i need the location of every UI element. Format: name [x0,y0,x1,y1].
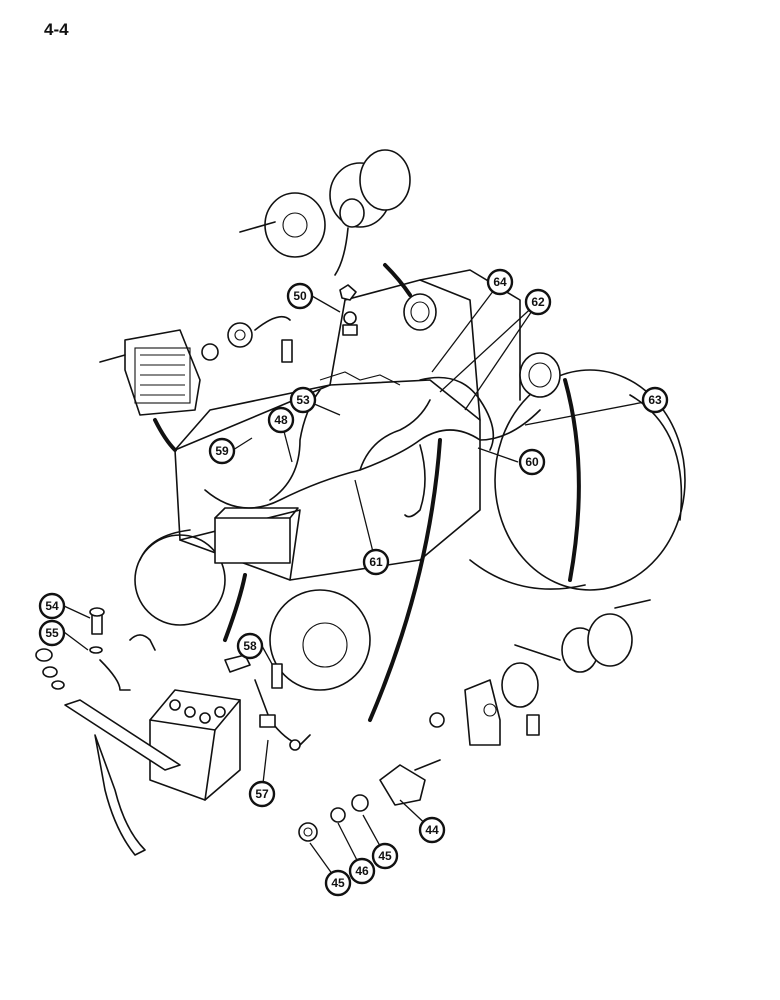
callout-63: 63 [641,386,669,414]
svg-text:59: 59 [215,444,229,458]
svg-text:61: 61 [369,555,383,569]
callout-59: 59 [208,437,236,465]
callout-48: 48 [267,406,295,434]
svg-text:63: 63 [648,393,662,407]
hardware-left [35,607,283,690]
callout-58: 58 [236,632,264,660]
svg-text:60: 60 [525,455,539,469]
rear-lamp-housing [429,599,651,746]
callout-60: 60 [518,448,546,476]
svg-text:58: 58 [243,639,257,653]
svg-text:48: 48 [274,413,288,427]
leader-lines [63,281,656,883]
svg-text:57: 57 [255,787,269,801]
svg-text:50: 50 [293,289,307,303]
callout-45-upper: 45 [371,842,399,870]
work-lamp-assembly [239,149,411,336]
svg-text:64: 64 [493,275,507,289]
page-number: 4-4 [44,20,69,39]
svg-text:46: 46 [355,864,369,878]
svg-text:45: 45 [331,876,345,890]
svg-text:54: 54 [45,599,59,613]
svg-text:53: 53 [296,393,310,407]
callout-57: 57 [248,780,276,808]
callout-50: 50 [286,282,314,310]
wiring-harness [204,371,541,518]
svg-text:55: 55 [45,626,59,640]
callout-54: 54 [38,592,66,620]
callout-46: 46 [348,857,376,885]
headlight [99,315,293,416]
switch-assembly [298,759,441,842]
svg-text:44: 44 [425,823,439,837]
svg-text:45: 45 [378,849,392,863]
callout-61: 61 [362,548,390,576]
gauges [403,293,561,398]
callout-55: 55 [38,619,66,647]
battery-assembly [64,634,311,856]
callout-62: 62 [524,288,552,316]
svg-text:62: 62 [531,295,545,309]
callout-53: 53 [289,386,317,414]
heavy-cables [153,263,581,722]
callout-44: 44 [418,816,446,844]
callout-64: 64 [486,268,514,296]
callout-45-lower: 45 [324,869,352,897]
